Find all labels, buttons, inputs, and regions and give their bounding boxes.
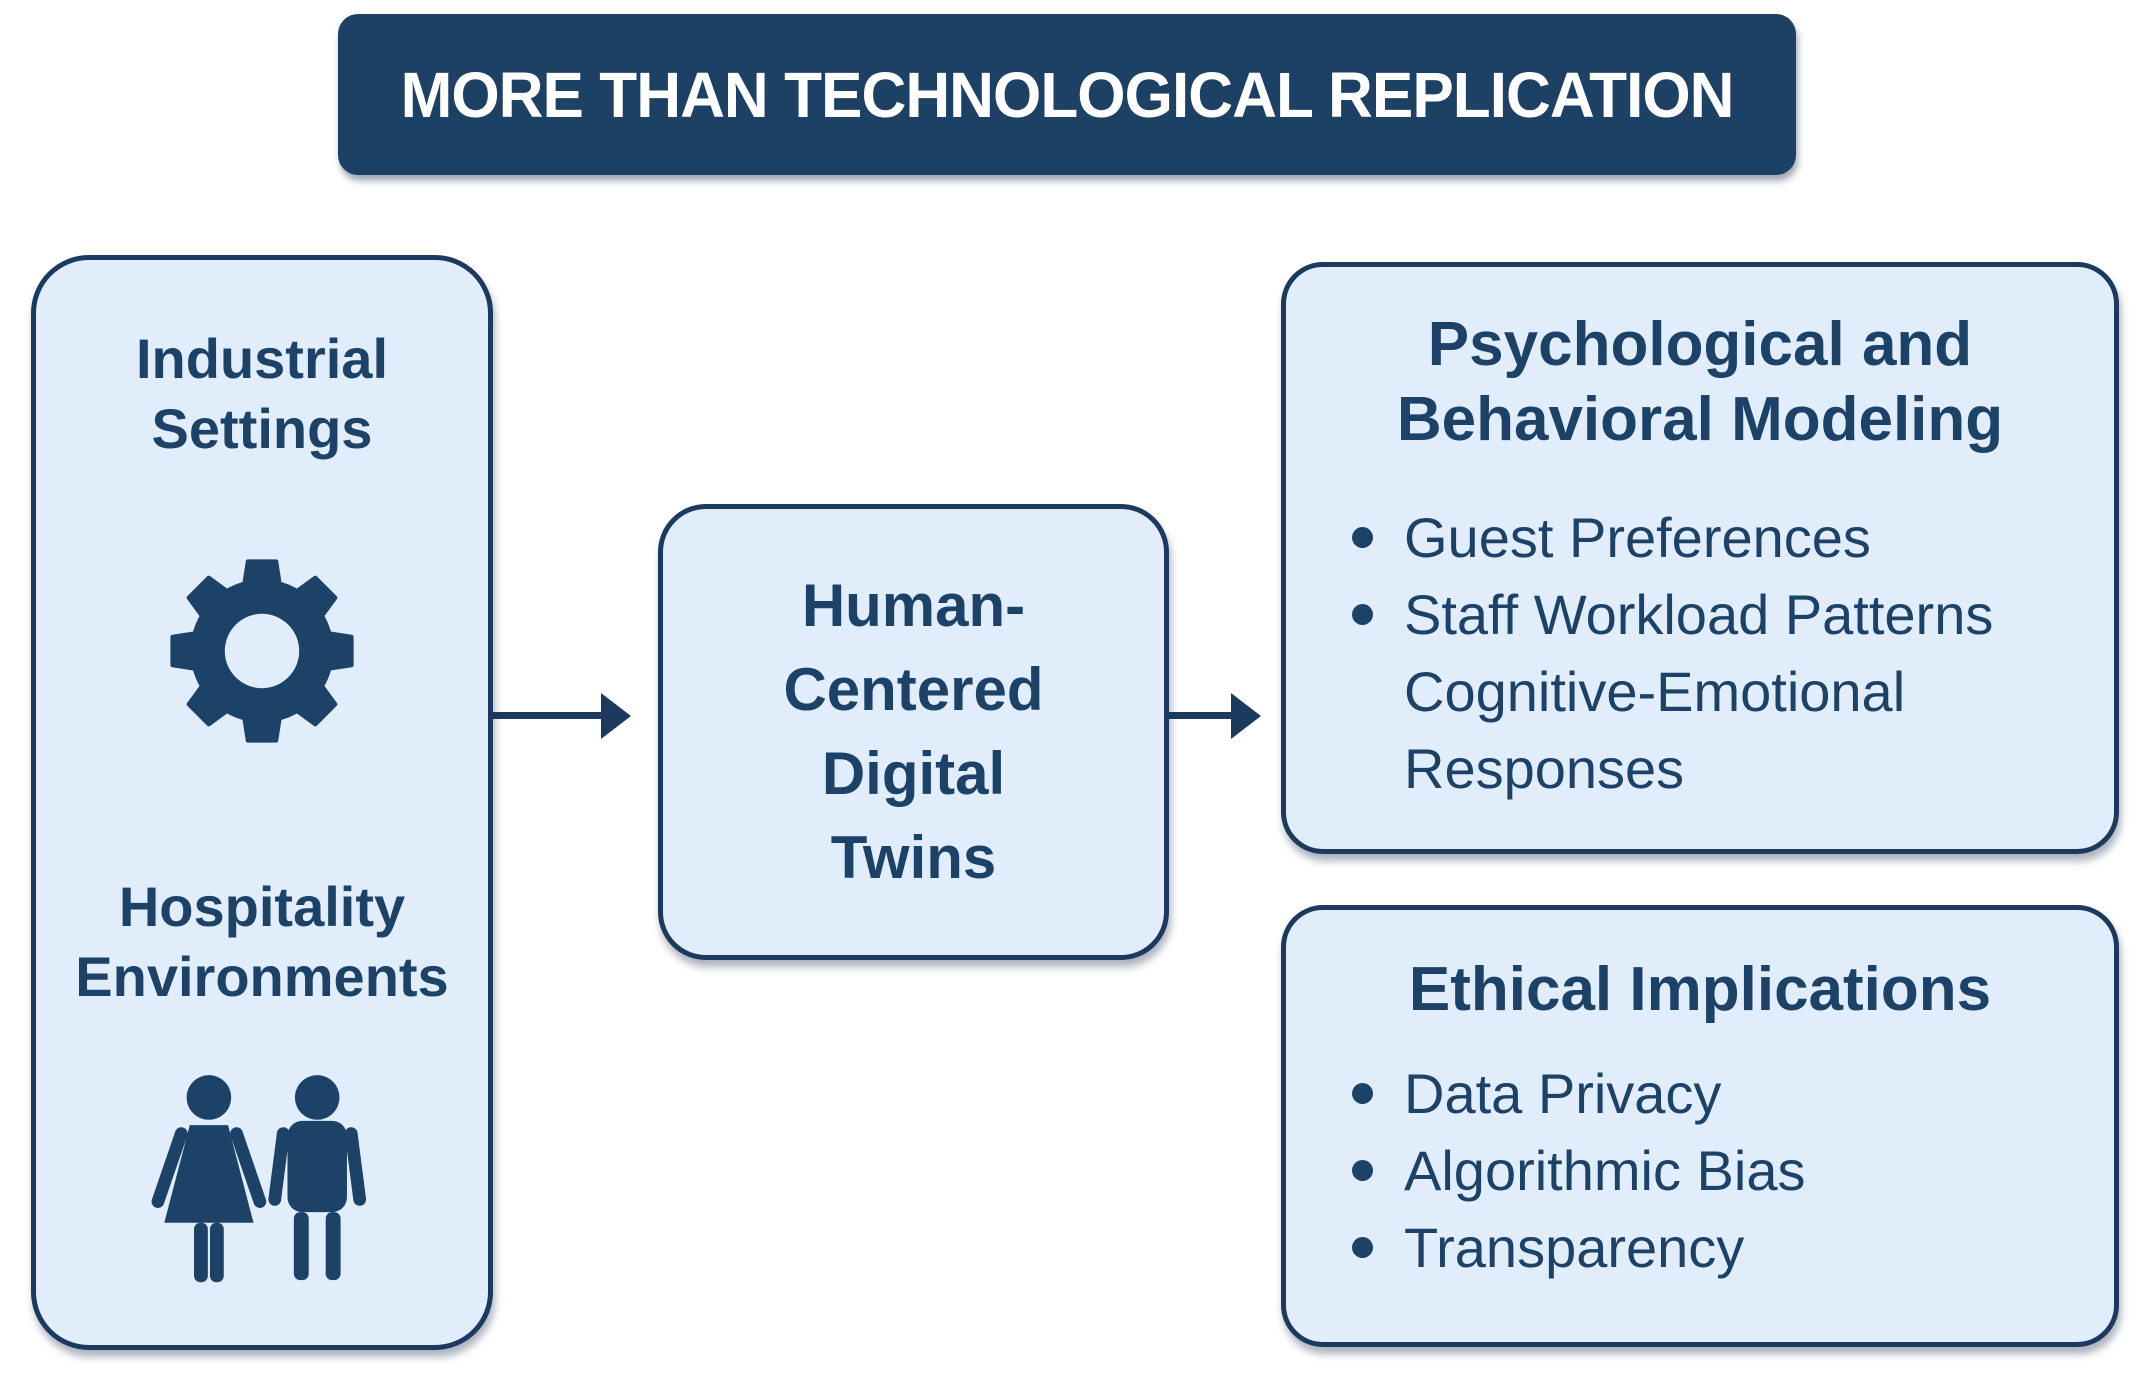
bullet-dot — [1352, 1083, 1373, 1104]
arrow-shaft — [1169, 712, 1233, 719]
bullet-text: Staff Workload Patterns Cognitive-Emotio… — [1404, 583, 1994, 800]
woman-and-man-icon — [143, 1072, 381, 1295]
list-item: Algorithmic Bias — [1352, 1132, 2094, 1209]
diagram-title: MORE THAN TECHNOLOGICAL REPLICATION — [400, 58, 1735, 131]
hospitality-environments-label: Hospitality Environments — [75, 875, 449, 1008]
ethical-implications-box: Ethical Implications Data Privacy Algori… — [1281, 905, 2119, 1347]
psychological-modeling-box: Psychological and Behavioral Modeling Gu… — [1281, 262, 2119, 854]
source-contexts-box: Industrial Settings Hospitality Environm… — [31, 255, 493, 1350]
psychological-modeling-title: Psychological and Behavioral Modeling — [1396, 310, 2004, 454]
flow-arrow-right — [1169, 693, 1261, 739]
bullet-text: Data Privacy — [1404, 1062, 1722, 1125]
list-item: Guest Preferences — [1352, 499, 2094, 576]
ethical-implications-title: Ethical Implications — [1408, 955, 1992, 1024]
list-item: Transparency — [1352, 1209, 2094, 1286]
woman-icon — [151, 1075, 267, 1283]
bullet-text: Algorithmic Bias — [1404, 1139, 1806, 1202]
list-item: Staff Workload Patterns Cognitive-Emotio… — [1352, 576, 2094, 807]
bullet-text: Guest Preferences — [1404, 506, 1871, 569]
bullet-dot — [1352, 1237, 1373, 1258]
arrow-right-icon — [601, 693, 631, 739]
industrial-settings-label: Industrial Settings — [135, 327, 389, 460]
arrow-shaft — [493, 712, 603, 719]
list-item: Data Privacy — [1352, 1055, 2094, 1132]
digital-twins-label: Human- Centered Digital Twins — [783, 572, 1044, 891]
psychological-bullet-list: Guest Preferences Staff Workload Pattern… — [1352, 499, 2094, 807]
bullet-dot — [1352, 1160, 1373, 1181]
gear-icon — [169, 558, 355, 744]
bullet-dot — [1352, 527, 1373, 548]
arrow-right-icon — [1231, 693, 1261, 739]
man-icon — [268, 1075, 367, 1281]
flow-arrow-left — [493, 693, 631, 739]
bullet-text: Transparency — [1404, 1216, 1745, 1279]
digital-twins-box: Human- Centered Digital Twins — [658, 504, 1169, 960]
bullet-dot — [1352, 604, 1373, 625]
title-banner: MORE THAN TECHNOLOGICAL REPLICATION — [338, 14, 1796, 175]
ethical-bullet-list: Data Privacy Algorithmic Bias Transparen… — [1352, 1055, 2094, 1286]
